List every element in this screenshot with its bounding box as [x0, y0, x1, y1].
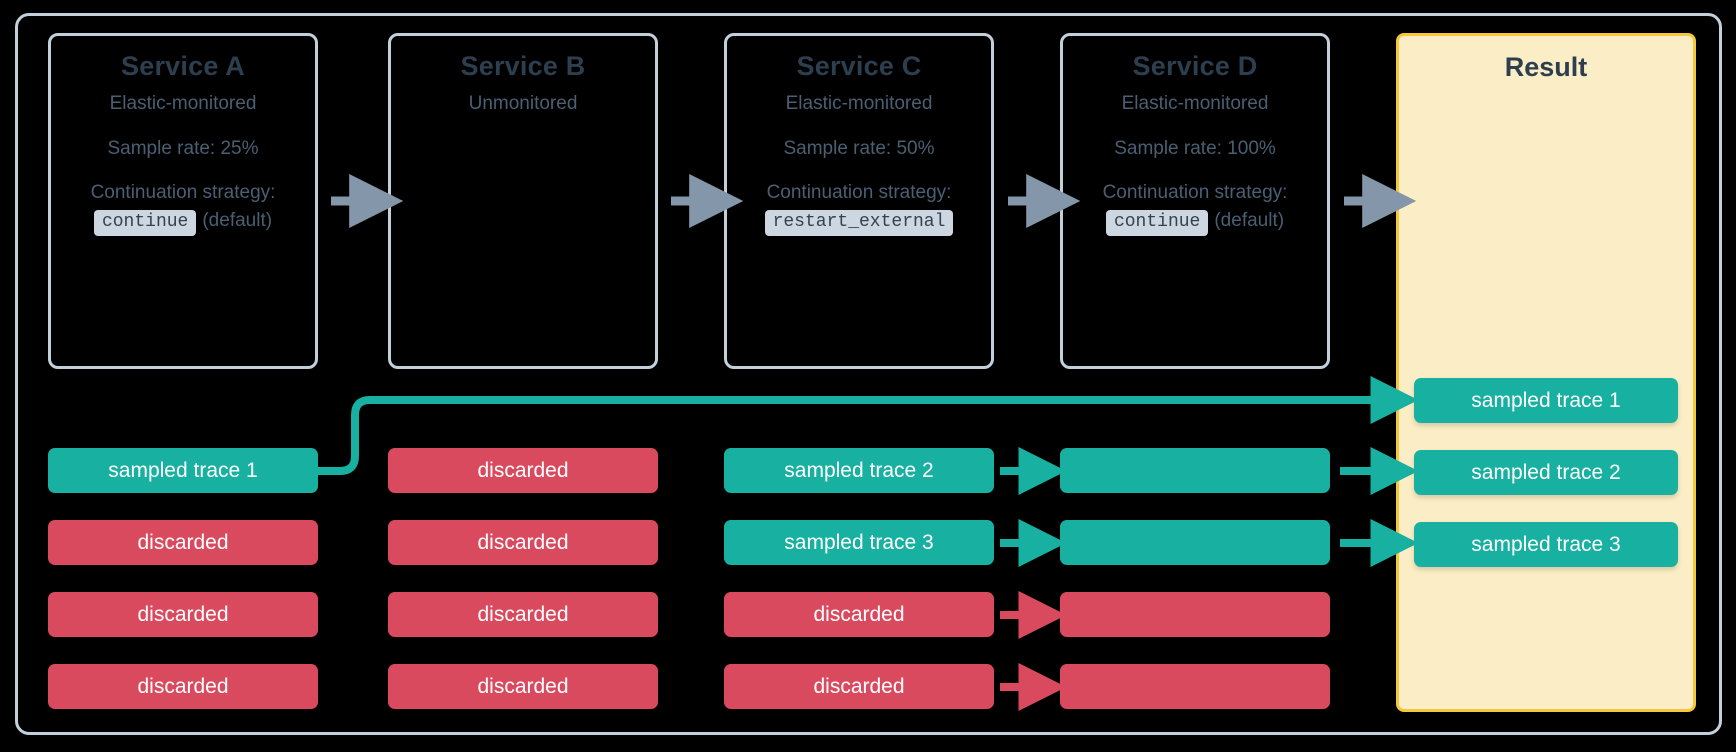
service-c-monitoring: Elastic-monitored — [785, 93, 933, 115]
service-a-strategy-note: (default) — [202, 209, 273, 231]
service-a-strategy-value: continue — [93, 209, 197, 237]
trace-box-c-3: discarded — [724, 592, 994, 637]
service-d-strategy-value: continue — [1105, 209, 1209, 237]
trace-label: discarded — [137, 603, 229, 626]
service-d-strategy: Continuation strategy: continue(default) — [1063, 181, 1327, 237]
result-item-3: sampled trace 3 — [1414, 522, 1678, 567]
trace-box-b-1: discarded — [388, 448, 658, 493]
trace-box-d-2 — [1060, 520, 1330, 565]
service-box-c: Service C Elastic-monitored Sample rate:… — [724, 33, 994, 369]
trace-label: sampled trace 2 — [784, 459, 934, 482]
trace-box-b-4: discarded — [388, 664, 658, 709]
trace-box-d-4 — [1060, 664, 1330, 709]
trace-label: discarded — [477, 603, 569, 626]
trace-label: sampled trace 1 — [108, 459, 258, 482]
trace-label: discarded — [137, 675, 229, 698]
service-d-title: Service D — [1132, 51, 1258, 81]
trace-box-a-1: sampled trace 1 — [48, 448, 318, 493]
trace-box-c-1: sampled trace 2 — [724, 448, 994, 493]
service-b-title: Service B — [460, 51, 586, 81]
service-a-strategy-label: Continuation strategy: — [90, 182, 276, 204]
trace-box-d-3 — [1060, 592, 1330, 637]
trace-label: sampled trace 3 — [784, 531, 934, 554]
service-d-sample-rate: Sample rate: 100% — [1114, 137, 1276, 159]
result-panel-title: Result — [1504, 52, 1588, 82]
service-a-monitoring: Elastic-monitored — [109, 93, 257, 115]
service-c-title: Service C — [796, 51, 922, 81]
service-box-a: Service A Elastic-monitored Sample rate:… — [48, 33, 318, 369]
service-b-monitoring: Unmonitored — [468, 93, 578, 115]
result-item-label: sampled trace 1 — [1471, 389, 1621, 412]
trace-box-a-4: discarded — [48, 664, 318, 709]
trace-box-c-4: discarded — [724, 664, 994, 709]
service-box-d: Service D Elastic-monitored Sample rate:… — [1060, 33, 1330, 369]
trace-box-c-2: sampled trace 3 — [724, 520, 994, 565]
trace-label: discarded — [477, 675, 569, 698]
service-d-strategy-label: Continuation strategy: — [1102, 182, 1288, 204]
trace-label: discarded — [477, 531, 569, 554]
trace-box-a-3: discarded — [48, 592, 318, 637]
trace-box-b-2: discarded — [388, 520, 658, 565]
trace-label: discarded — [813, 675, 905, 698]
trace-label: discarded — [137, 531, 229, 554]
service-d-strategy-note: (default) — [1214, 209, 1285, 231]
service-d-strategy-row: continue(default) — [1063, 209, 1327, 237]
result-panel: Result — [1396, 33, 1696, 712]
service-a-title: Service A — [121, 51, 245, 81]
result-item-2: sampled trace 2 — [1414, 450, 1678, 495]
service-c-sample-rate: Sample rate: 50% — [783, 137, 935, 159]
service-c-strategy-row: restart_external — [727, 209, 991, 237]
service-c-strategy-value: restart_external — [764, 209, 954, 237]
trace-box-d-1 — [1060, 448, 1330, 493]
trace-label: discarded — [477, 459, 569, 482]
service-d-monitoring: Elastic-monitored — [1121, 93, 1269, 115]
service-c-strategy: Continuation strategy: restart_external — [727, 181, 991, 237]
service-a-strategy-row: continue(default) — [51, 209, 315, 237]
service-a-strategy: Continuation strategy: continue(default) — [51, 181, 315, 237]
service-c-strategy-label: Continuation strategy: — [766, 182, 952, 204]
trace-box-a-2: discarded — [48, 520, 318, 565]
trace-box-b-3: discarded — [388, 592, 658, 637]
result-item-1: sampled trace 1 — [1414, 378, 1678, 423]
trace-label: discarded — [813, 603, 905, 626]
service-box-b: Service B Unmonitored — [388, 33, 658, 369]
result-item-label: sampled trace 3 — [1471, 533, 1621, 556]
service-a-sample-rate: Sample rate: 25% — [107, 137, 259, 159]
result-item-label: sampled trace 2 — [1471, 461, 1621, 484]
